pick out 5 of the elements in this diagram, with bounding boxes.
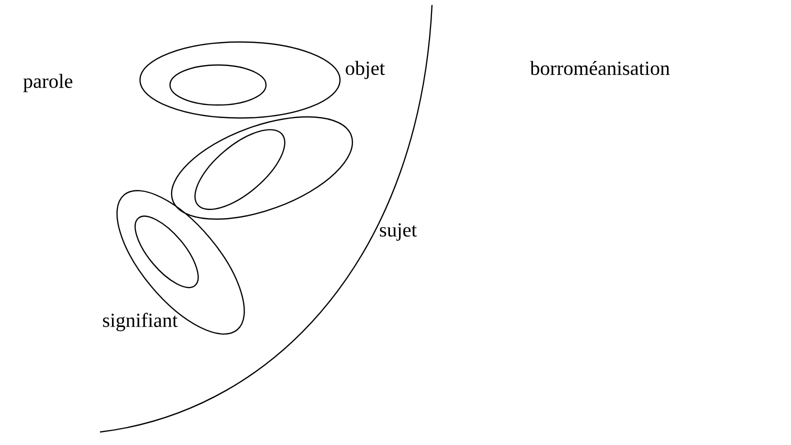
label: sujet bbox=[380, 223, 417, 241]
label: parole bbox=[23, 74, 72, 92]
label: objet bbox=[346, 60, 385, 80]
label: signifiant bbox=[103, 312, 178, 332]
label: borroméanisation bbox=[530, 60, 670, 76]
